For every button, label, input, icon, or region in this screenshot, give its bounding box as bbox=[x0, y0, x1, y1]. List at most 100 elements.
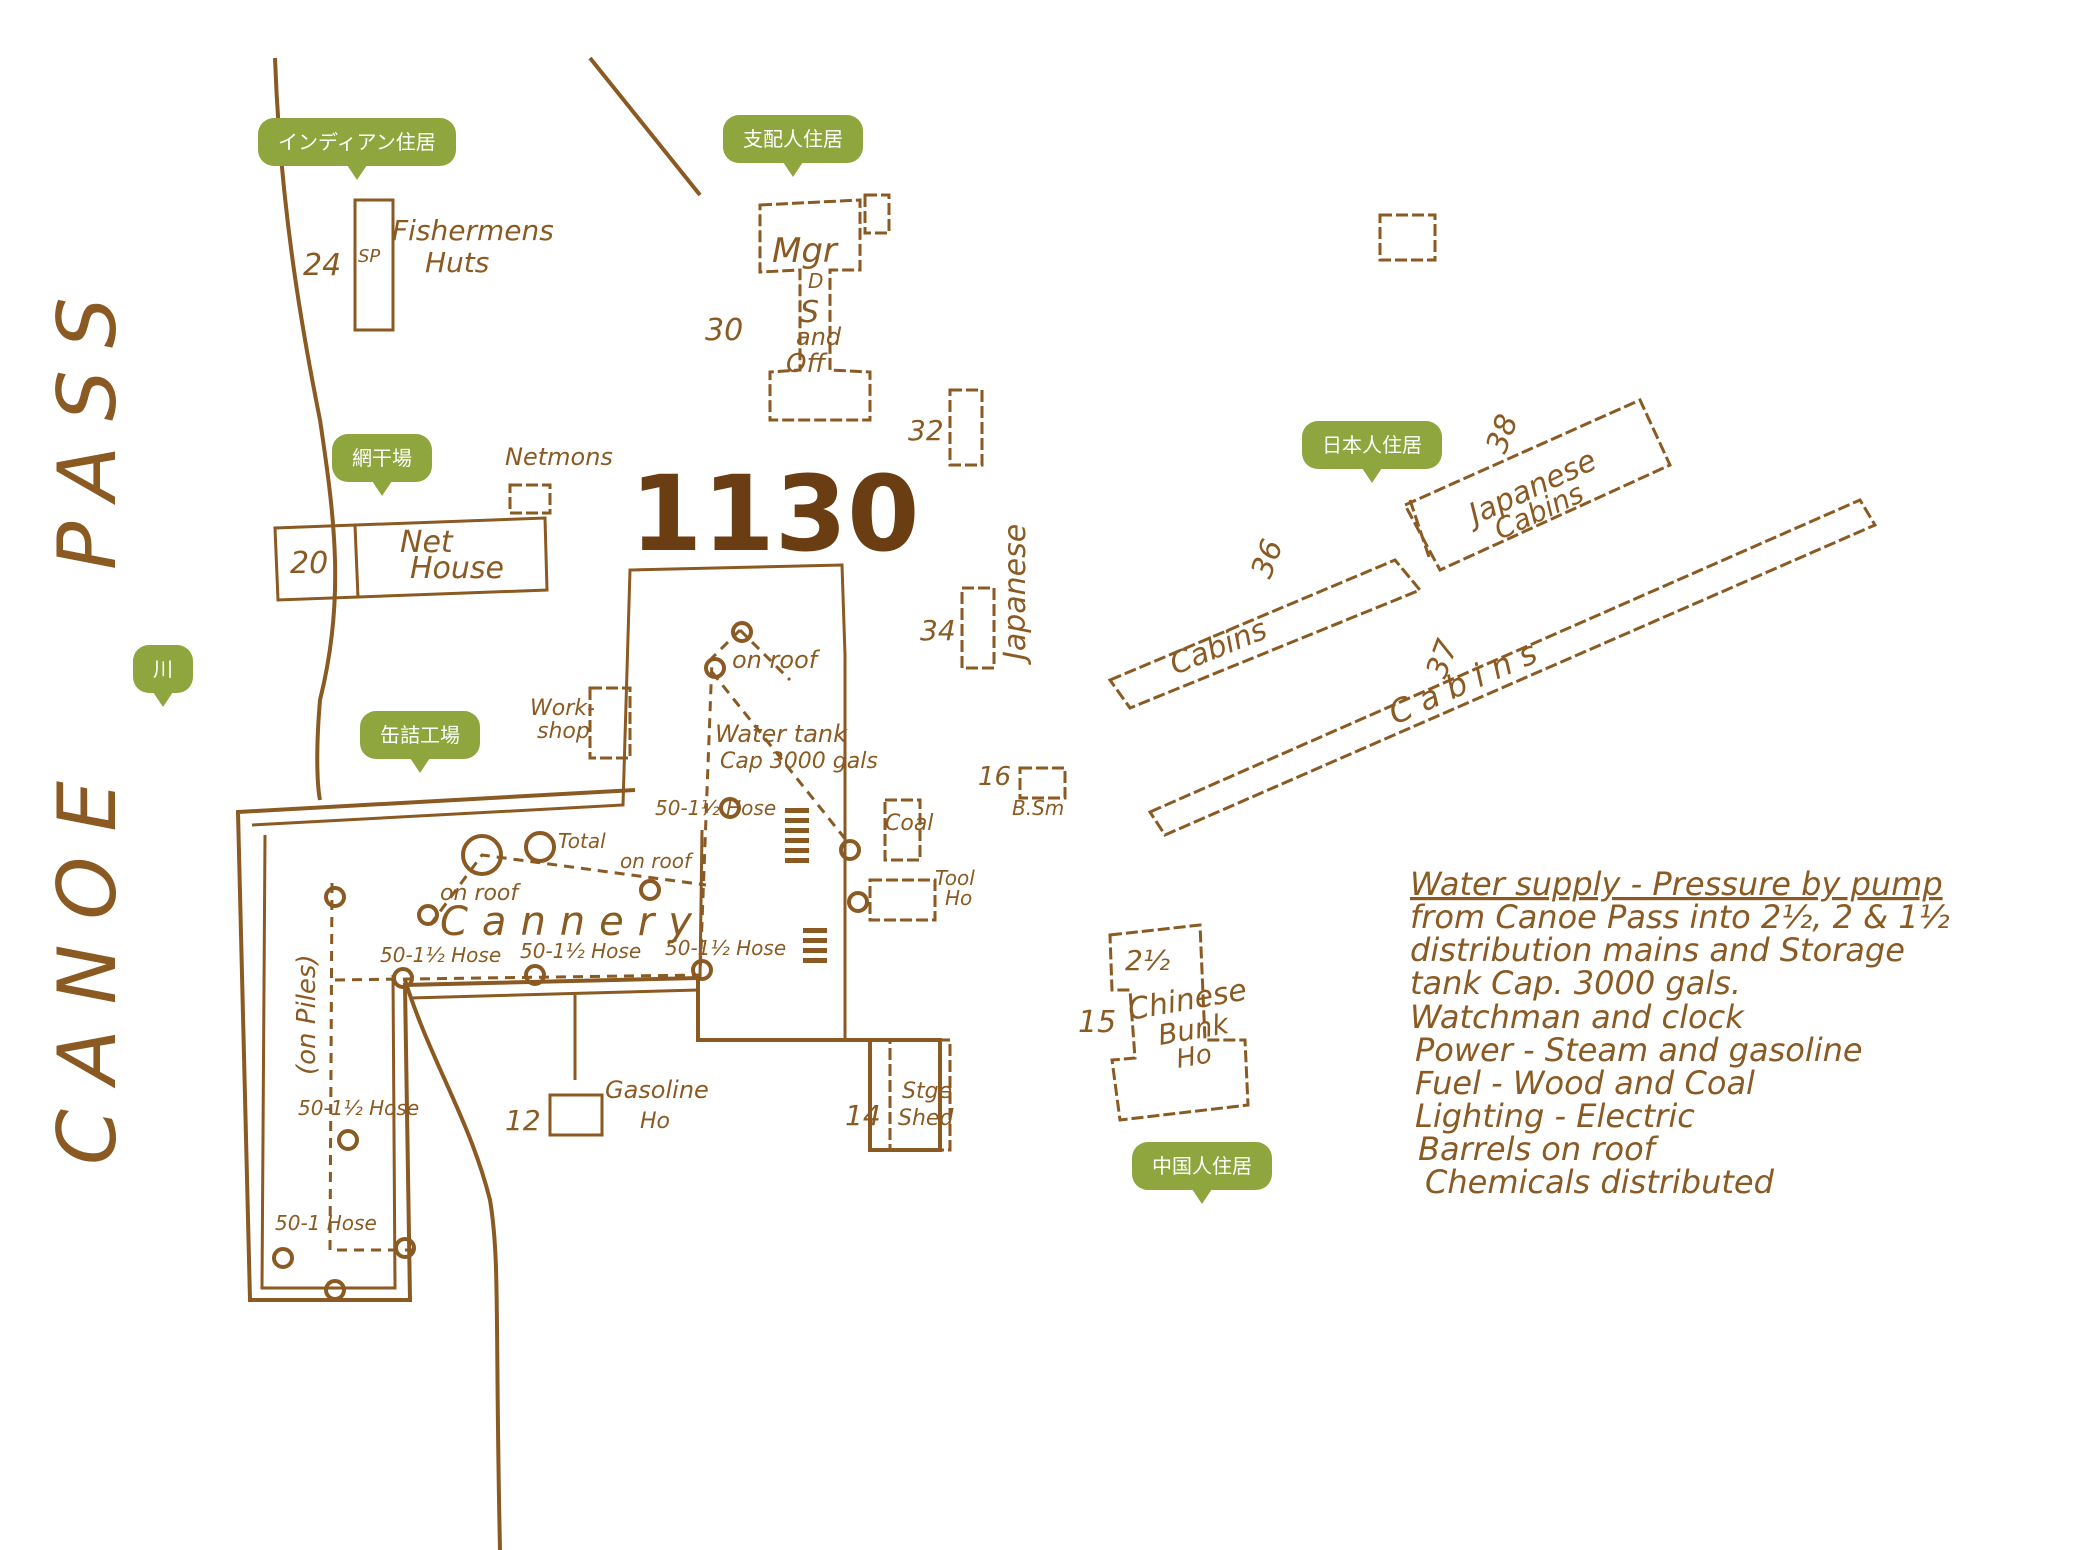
label-hose-3: 50-1½ Hose bbox=[665, 936, 786, 960]
cannery-inner bbox=[251, 563, 847, 1290]
label-on-piles: (on Piles) bbox=[292, 954, 322, 1075]
label-total: Total bbox=[558, 829, 606, 853]
building-32 bbox=[948, 388, 984, 467]
sheet-number: 1130 bbox=[630, 453, 919, 575]
building-chinese-bunk bbox=[1108, 923, 1250, 1122]
label-storage-shed-2: Shed bbox=[898, 1106, 954, 1131]
label-hose-2: 50-1½ Hose bbox=[520, 939, 641, 963]
label-net-house-2: House bbox=[410, 551, 504, 586]
label-manager-and: and bbox=[796, 323, 842, 351]
building-fishermens-huts-left bbox=[353, 198, 395, 332]
label-water-tank: Water tank bbox=[715, 720, 848, 748]
label-on-roof-3: on roof bbox=[620, 849, 694, 873]
label-32-number: 32 bbox=[908, 414, 944, 447]
label-hose-5: 50-1½ Hose bbox=[298, 1096, 419, 1120]
marker-manager-housing[interactable]: 支配人住居 bbox=[723, 115, 863, 177]
marker-chinese-housing[interactable]: 中国人住居 bbox=[1132, 1142, 1272, 1204]
label-bsm: B.Sm bbox=[1012, 796, 1064, 820]
note-line-1: Water supply - Pressure by pump bbox=[1410, 865, 1943, 903]
retort-racks bbox=[785, 808, 827, 963]
building-gasoline bbox=[548, 1093, 604, 1137]
label-manager: Mgr bbox=[772, 231, 839, 271]
label-12-number: 12 bbox=[505, 1104, 541, 1137]
label-fishermens-huts-2: Huts bbox=[425, 246, 489, 279]
building-fishermans-hut-right bbox=[1378, 213, 1437, 262]
building-manager bbox=[758, 198, 872, 422]
shoreline bbox=[273, 57, 338, 801]
label-20-number: 20 bbox=[290, 546, 328, 581]
label-workshop: Work- bbox=[530, 696, 595, 721]
label-water-tank-2: Cap 3000 gals bbox=[720, 749, 878, 774]
label-gasoline: Gasoline bbox=[605, 1076, 709, 1104]
label-chinese-storeys: 2½ bbox=[1125, 944, 1170, 977]
marker-japanese-housing[interactable]: 日本人住居 bbox=[1302, 421, 1442, 483]
water-name-pass: PASS bbox=[41, 272, 134, 570]
building-cabins-36 bbox=[1107, 558, 1423, 710]
label-34-number: 34 bbox=[920, 614, 956, 647]
label-manager-off: Off bbox=[786, 349, 828, 379]
water-main-1 bbox=[328, 882, 420, 1252]
road-line bbox=[588, 56, 702, 197]
label-15-number: 15 bbox=[1078, 1005, 1116, 1040]
label-gasoline-2: Ho bbox=[640, 1109, 670, 1134]
marker-net-drying[interactable]: 網干場 bbox=[332, 434, 432, 496]
label-24-number: 24 bbox=[303, 248, 341, 283]
building-cabins-37 bbox=[1147, 498, 1878, 837]
label-cabins-37: Cabins bbox=[1383, 629, 1552, 732]
building-net-menders bbox=[508, 483, 552, 515]
building-bsm bbox=[1018, 766, 1067, 800]
note-line-2: from Canoe Pass into 2½, 2 & 1½ bbox=[1410, 898, 1950, 936]
label-on-roof-2: on roof bbox=[440, 881, 521, 906]
notes-legend: Water supply - Pressure by pump from Can… bbox=[1410, 865, 1950, 1201]
label-workshop-2: shop bbox=[537, 719, 590, 744]
water-main-2 bbox=[334, 659, 714, 982]
note-line-6: Power - Steam and gasoline bbox=[1415, 1031, 1863, 1069]
note-line-10: Chemicals distributed bbox=[1425, 1163, 1775, 1201]
label-36-number: 36 bbox=[1245, 535, 1291, 583]
water-main-4 bbox=[428, 853, 707, 926]
label-net-house: Net bbox=[400, 525, 454, 560]
label-chinese-bunk-3: Ho bbox=[1174, 1039, 1214, 1075]
label-manager-s: S bbox=[800, 295, 819, 330]
building-storage-shed bbox=[888, 1038, 952, 1152]
label-hose-6: 50-1 Hose bbox=[275, 1211, 377, 1235]
label-net-menders: Netmons bbox=[505, 443, 613, 471]
marker-cannery[interactable]: 缶詰工場 bbox=[360, 711, 480, 773]
marker-river[interactable]: 川 bbox=[133, 645, 193, 707]
building-japanese-cabins-38 bbox=[1402, 398, 1672, 572]
label-hose-1: 50-1½ Hose bbox=[380, 943, 501, 967]
note-line-9: Barrels on roof bbox=[1418, 1130, 1660, 1168]
label-cannery: Cannery bbox=[440, 899, 706, 945]
building-manager-shed bbox=[863, 193, 891, 235]
note-line-3: distribution mains and Storage bbox=[1410, 931, 1905, 969]
hydrants bbox=[272, 621, 869, 1301]
marker-indian-housing[interactable]: インディアン住居 bbox=[258, 118, 456, 180]
label-24-mark: SP bbox=[358, 246, 380, 267]
label-tool-house-2: Ho bbox=[945, 886, 972, 910]
label-manager-d: D bbox=[808, 269, 823, 293]
building-34 bbox=[960, 586, 996, 670]
building-net-house bbox=[273, 516, 549, 602]
note-line-4: tank Cap. 3000 gals. bbox=[1410, 964, 1741, 1002]
slough-line bbox=[403, 979, 502, 1550]
note-line-8: Lighting - Electric bbox=[1415, 1097, 1695, 1135]
cannery-wall bbox=[698, 829, 780, 1042]
building-tool-house bbox=[868, 878, 937, 922]
label-fishermens-huts: Fishermens bbox=[392, 214, 554, 247]
label-tool-house: Tool bbox=[935, 866, 975, 890]
label-16-number: 16 bbox=[978, 762, 1011, 792]
walkway bbox=[409, 988, 699, 1080]
water-name-canoe: CANOE bbox=[41, 756, 134, 1165]
label-storage-shed: Stge bbox=[902, 1079, 952, 1104]
label-14-number: 14 bbox=[845, 1099, 881, 1132]
building-coal bbox=[883, 798, 922, 862]
label-on-roof-1: on roof bbox=[732, 646, 821, 674]
label-hose-4: 50-1½ Hose bbox=[655, 796, 776, 820]
label-38-number: 38 bbox=[1480, 410, 1526, 458]
label-japanese-vertical: Japanese bbox=[998, 524, 1033, 665]
label-30-number: 30 bbox=[705, 313, 743, 348]
note-line-5: Watchman and clock bbox=[1410, 998, 1745, 1036]
building-workshop bbox=[588, 686, 632, 760]
label-coal: Coal bbox=[885, 811, 933, 836]
